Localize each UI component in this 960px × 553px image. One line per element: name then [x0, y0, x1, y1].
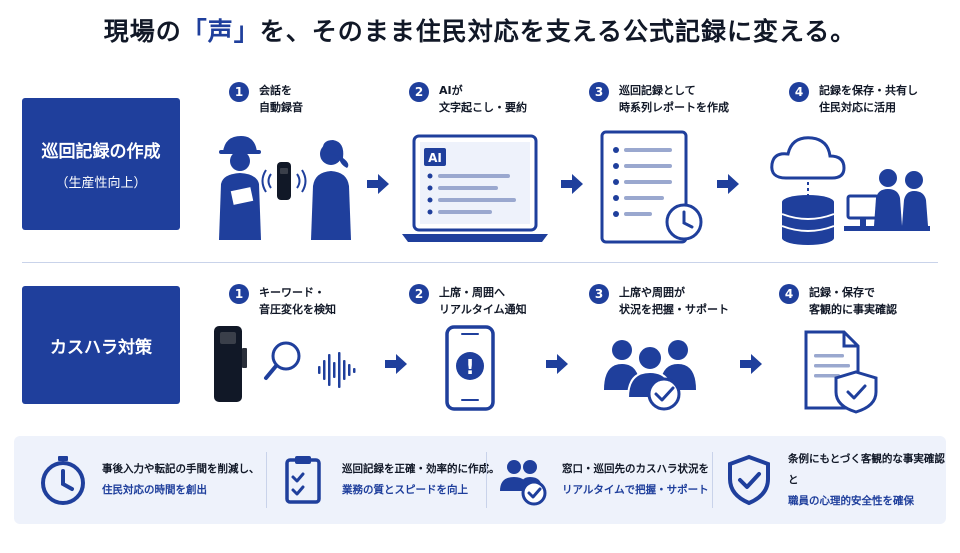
page-title: 現場の「声」を、そのまま住民対応を支える公式記録に変える。 [103, 17, 857, 46]
benefit-item-time: 事後入力や転記の手間を削減し、住民対応の時間を創出 [36, 436, 260, 524]
flow-arrow [740, 354, 762, 374]
row-label-patrol-record: 巡回記録の作成 （生産性向上） [22, 98, 180, 230]
step-number-badge: 2 [409, 82, 429, 102]
cloud-database-office-illustration [770, 136, 930, 245]
row-label-subtitle: （生産性向上） [55, 176, 147, 191]
step-auto-record: 1 会話を自動録音 [229, 82, 303, 116]
step-number-badge: 1 [229, 82, 249, 102]
ai-label: AI [428, 151, 442, 165]
flow-arrow [561, 174, 583, 194]
shield-check-icon [728, 454, 770, 506]
flow-arrow [385, 354, 407, 374]
step-number-badge: 4 [779, 284, 799, 304]
flow-arrow [546, 354, 568, 374]
benefit-divider [486, 452, 487, 508]
flow-arrow [367, 174, 389, 194]
stopwatch-icon [41, 456, 85, 505]
benefit-item-safety: 条例にもとづく客観的な事実確認と職員の心理的安全性を確保 [722, 436, 946, 524]
step-support: 3 上席や周囲が状況を把握・サポート [589, 284, 729, 318]
step-create-report: 3 巡回記録として時系列レポートを作成 [589, 82, 729, 116]
step-number-badge: 3 [589, 82, 609, 102]
section-divider [22, 262, 938, 263]
document-shield-illustration [804, 330, 878, 414]
step-number-badge: 4 [789, 82, 809, 102]
sound-wave-icon [318, 352, 356, 388]
timeline-report-illustration [600, 130, 703, 244]
flow-arrow [717, 174, 739, 194]
smartphone-alert-illustration: ! [445, 325, 495, 411]
row-label-title: 巡回記録の作成 [41, 142, 161, 162]
clipboard-check-icon [285, 456, 321, 504]
step-realtime-notify: 2 上席・周囲へリアルタイム通知 [409, 284, 527, 318]
benefit-item-quality: 巡回記録を正確・効率的に作成。業務の質とスピードを向上 [276, 436, 500, 524]
row-label-title: カスハラ対策 [50, 337, 152, 358]
benefit-item-realtime: 窓口・巡回先のカスハラ状況をリアルタイムで把握・サポート [496, 436, 709, 524]
step-number-badge: 2 [409, 284, 429, 304]
benefit-divider [712, 452, 713, 508]
step-save-share: 4 記録を保存・共有し住民対応に活用 [789, 82, 918, 116]
step-ai-transcribe: 2 AIが文字起こし・要約 [409, 82, 527, 116]
laptop-ai-summary-illustration: AI [402, 134, 548, 242]
step-fact-check: 4 記録・保存で客観的に事実確認 [779, 284, 897, 318]
step-number-badge: 1 [229, 284, 249, 304]
team-check-icon [500, 460, 547, 506]
row-label-harassment-countermeasure: カスハラ対策 [22, 286, 180, 404]
step-detect-keyword: 1 キーワード・音圧変化を検知 [229, 284, 336, 318]
title-highlight: 「声」 [181, 17, 260, 46]
team-support-illustration [604, 340, 696, 411]
benefits-panel: 事後入力や転記の手間を削減し、住民対応の時間を創出 巡回記録を正確・効率的に作成… [14, 436, 946, 524]
worker-recording-illustration [219, 136, 351, 240]
benefit-divider [266, 452, 267, 508]
step-number-badge: 3 [589, 284, 609, 304]
alert-exclamation: ! [465, 355, 474, 379]
recorder-detect-illustration [214, 326, 356, 402]
